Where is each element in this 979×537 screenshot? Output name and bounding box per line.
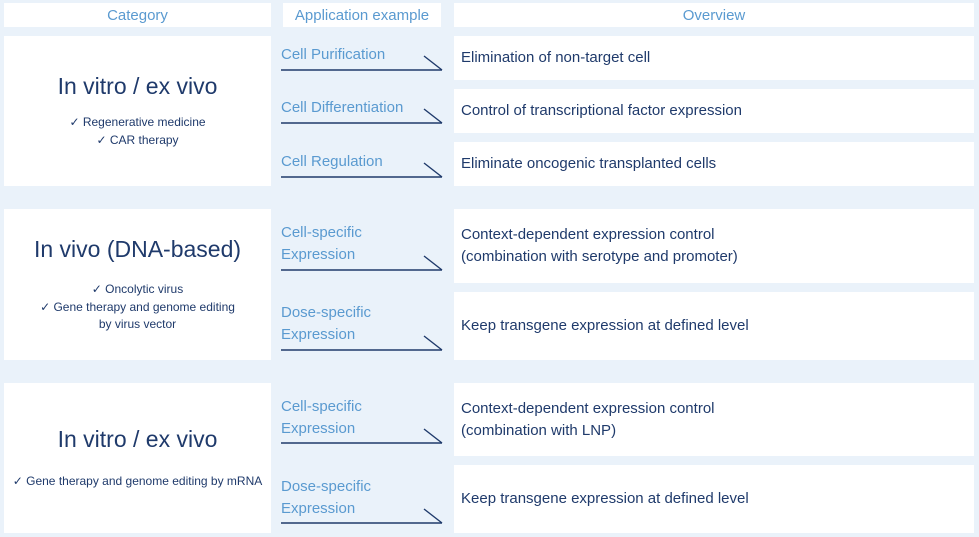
header-category-label: Category [107,6,168,24]
overview-text-line: Context-dependent expression control [461,226,715,244]
arrow-right-icon [281,108,443,124]
category-title: In vitro / ex vivo [57,72,218,99]
header-overview: Overview [454,3,974,27]
category-title: In vitro / ex vivo [57,425,218,452]
category-note: ✓ Gene therapy and genome editing [40,299,235,314]
category-note: ✓ Regenerative medicine [69,115,206,130]
arrow-right-icon [281,55,443,71]
category-notes: ✓ Oncolytic virus ✓ Gene therapy and gen… [40,281,235,333]
category-note: ✓ Gene therapy and genome editing by mRN… [12,474,263,489]
overview-cell: Eliminate oncogenic transplanted cells [454,142,974,186]
overview-text: Elimination of non-target cell [461,49,651,67]
application-label-line: Cell-specific [281,398,362,415]
category-in-vitro-ex-vivo-1: In vitro / ex vivo ✓ Regenerative medici… [4,36,271,186]
arrow-right-icon [281,508,443,524]
application-label-line: Expression [281,419,356,437]
header-overview-label: Overview [682,6,746,24]
category-in-vitro-ex-vivo-2: In vitro / ex vivo ✓ Gene therapy and ge… [4,383,271,533]
application-label: Dose-specific Expression [281,476,371,520]
category-note: ✓ CAR therapy [96,132,179,147]
overview-text: Eliminate oncogenic transplanted cells [461,155,717,173]
application-label-line: Expression [281,499,356,517]
header-application: Application example [283,3,441,27]
overview-text: Control of transcriptional factor expres… [461,102,742,120]
category-notes: ✓ Regenerative medicine ✓ CAR therapy [69,114,205,149]
category-in-vivo-dna-based: In vivo (DNA-based) ✓ Oncolytic virus ✓ … [4,209,271,360]
category-title: In vivo (DNA-based) [33,235,242,262]
overview-cell: Elimination of non-target cell [454,36,974,80]
application-label: Cell-specific Expression [281,222,362,266]
arrow-right-icon [281,428,443,444]
overview-cell: Keep transgene expression at defined lev… [454,292,974,360]
application-label-line: Dose-specific [281,478,372,495]
application-label: Dose-specific Expression [281,302,371,346]
category-note: ✓ Oncolytic virus [91,282,184,297]
arrow-right-icon [281,162,443,178]
overview-text: Keep transgene expression at defined lev… [461,490,749,508]
application-label-line: Expression [281,245,356,263]
overview-text-line: (combination with serotype and promoter) [461,248,738,265]
application-label: Cell-specific Expression [281,396,362,440]
overview-text-line: (combination with LNP) [461,421,617,439]
application-label-line: Expression [281,325,356,343]
arrow-right-icon [281,335,443,351]
header-category: Category [4,3,271,27]
overview-cell: Context-dependent expression control (co… [454,209,974,283]
application-label: Cell Regulation [281,153,383,170]
application-label-line: Dose-specific [281,304,372,321]
application-label-line: Cell-specific [281,224,362,241]
overview-text-line: Context-dependent expression control [461,399,715,417]
arrow-right-icon [281,255,443,271]
application-label: Cell Differentiation [281,99,404,116]
category-note: by virus vector [98,316,177,331]
overview-cell: Keep transgene expression at defined lev… [454,465,974,533]
overview-cell: Control of transcriptional factor expres… [454,89,974,133]
application-label: Cell Purification [281,46,386,63]
overview-text: Keep transgene expression at defined lev… [461,317,749,335]
header-application-label: Application example [294,6,430,24]
overview-cell: Context-dependent expression control (co… [454,383,974,456]
category-notes: ✓ Gene therapy and genome editing by mRN… [13,473,263,490]
